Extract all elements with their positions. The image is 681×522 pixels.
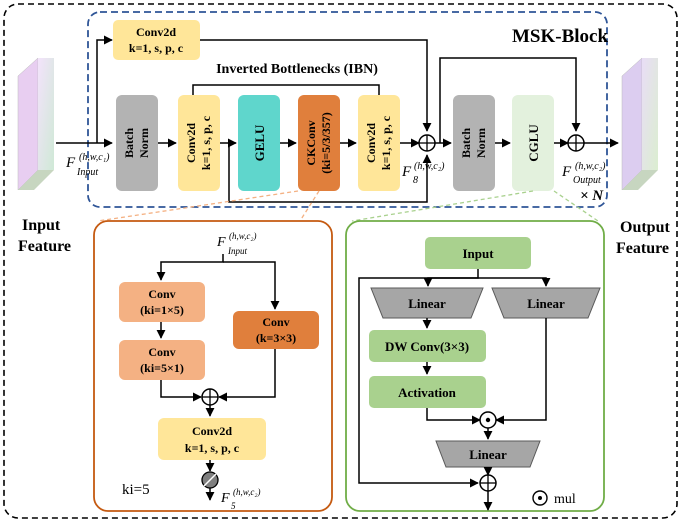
repeat-n-label: × N (580, 188, 604, 204)
input-feature-label-1: Input (22, 217, 61, 234)
mul-node (479, 411, 497, 429)
activation-label: Activation (398, 385, 457, 400)
ckconv-f-5-label: F (h,w,c₂) 5 (220, 487, 260, 511)
svg-text:Input: Input (227, 246, 247, 256)
svg-text:Conv2d: Conv2d (364, 123, 378, 163)
cglu-add-node (479, 474, 497, 492)
gelu-label: GELU (252, 124, 267, 161)
ckconv-out-conv2d-box (158, 418, 266, 460)
svg-text:CKConv: CKConv (304, 120, 318, 165)
conv-k-3x3-box (233, 311, 319, 349)
svg-text:F: F (561, 164, 572, 180)
linear-3-trapezoid (435, 440, 541, 468)
dw-conv-box (369, 330, 486, 362)
svg-text:Norm: Norm (474, 128, 488, 158)
conv-k-3x3-label-2: (k=3×3) (256, 331, 296, 345)
cglu-box (512, 95, 554, 191)
svg-text:8: 8 (413, 175, 418, 186)
cglu-input-box (425, 237, 531, 269)
batch-norm-1-label: Batch Norm (122, 128, 151, 158)
input-feature-prism (17, 57, 54, 191)
svg-text:F: F (65, 155, 76, 171)
svg-text:Input: Input (76, 167, 98, 178)
ckconv-label: CKConv (ki=5/3/357) (304, 112, 333, 174)
output-feature-label-1: Output (620, 219, 670, 236)
svg-text:5: 5 (231, 501, 236, 511)
svg-text:(h,w,c₁): (h,w,c₁) (79, 152, 110, 163)
ibn-conv2d-2-label: Conv2d k=1, s, p, c (364, 115, 393, 170)
svg-text:Conv2d: Conv2d (184, 123, 198, 163)
linear-3-label: Linear (469, 447, 507, 462)
ckconv-out-conv2d-label-2: k=1, s, p, c (185, 441, 240, 455)
ckconv-box (298, 95, 340, 191)
cglu-label: CGLU (526, 124, 541, 162)
svg-text:k=1, s, p, c: k=1, s, p, c (379, 115, 393, 170)
svg-text:(h,w,c₂): (h,w,c₂) (414, 161, 445, 172)
f-output-label: F (h,w,c₂) Output (561, 161, 606, 186)
svg-text:Batch: Batch (459, 128, 473, 158)
ibn-conv2d-1-label: Conv2d k=1, s, p, c (184, 115, 213, 170)
activation-node (201, 471, 219, 489)
svg-text:(h,w,c₂): (h,w,c₂) (233, 487, 260, 497)
ckconv-out-conv2d-label-1: Conv2d (192, 424, 232, 438)
svg-text:(h,w,c₂): (h,w,c₂) (575, 161, 606, 172)
msk-block-title: MSK-Block (512, 26, 608, 47)
skip-conv2d-box (113, 20, 200, 60)
linear-2-trapezoid (491, 287, 601, 319)
batch-norm-2-box (453, 95, 495, 191)
svg-text:F: F (401, 164, 412, 180)
ibn-label: Inverted Bottlenecks (IBN) (216, 62, 378, 77)
ckconv-add-node (201, 388, 219, 406)
batch-norm-2-label: Batch Norm (459, 128, 488, 158)
conv-ki-1x5-box (119, 282, 205, 322)
ibn-conv2d-2-box (358, 95, 400, 191)
mul-legend-icon (532, 490, 548, 506)
linear-1-label: Linear (408, 296, 446, 311)
conv-k-3x3-label-1: Conv (262, 315, 289, 329)
msk-block-frame (87, 11, 608, 208)
linear-2-label: Linear (527, 296, 565, 311)
skip-conv2d-label-1: Conv2d (136, 25, 176, 39)
conv-ki-1x5-label-2: (ki=1×5) (140, 303, 184, 317)
cglu-input-label: Input (462, 246, 494, 261)
svg-text:Output: Output (573, 175, 601, 186)
conv-ki-5x1-label-1: Conv (148, 345, 175, 359)
svg-text:Batch: Batch (122, 128, 136, 158)
mul-legend-label: mul (554, 492, 576, 507)
add-node-2 (567, 134, 585, 152)
svg-text:F: F (216, 235, 226, 250)
dw-conv-label: DW Conv(3×3) (385, 339, 469, 354)
svg-text:Norm: Norm (137, 128, 151, 158)
svg-text:k=1, s, p, c: k=1, s, p, c (199, 115, 213, 170)
ibn-bracket (192, 84, 380, 96)
outer-frame (3, 3, 678, 519)
input-feature-label-2: Feature (18, 238, 71, 255)
svg-text:F: F (220, 491, 230, 506)
conv-ki-5x1-box (119, 340, 205, 380)
svg-text:(ki=5/3/357): (ki=5/3/357) (319, 112, 333, 174)
add-node-1 (418, 134, 436, 152)
f-8-label: F (h,w,c₂) 8 (401, 161, 445, 186)
ibn-conv2d-1-box (178, 95, 220, 191)
conv-ki-1x5-label-1: Conv (148, 287, 175, 301)
linear-1-trapezoid (370, 287, 484, 319)
activation-box (369, 376, 486, 408)
ckconv-f-input-label: F (h,w,c₂) Input (216, 231, 256, 256)
gelu-box (238, 95, 280, 191)
ki-5-label: ki=5 (122, 482, 150, 498)
skip-conv2d-label-2: k=1, s, p, c (129, 41, 184, 55)
f-input-label: F (h,w,c₁) Input (65, 152, 110, 178)
batch-norm-1-box (116, 95, 158, 191)
conv-ki-5x1-label-2: (ki=5×1) (140, 361, 184, 375)
output-feature-prism (621, 57, 658, 191)
svg-text:(h,w,c₂): (h,w,c₂) (229, 231, 256, 241)
output-feature-label-2: Feature (616, 240, 669, 257)
